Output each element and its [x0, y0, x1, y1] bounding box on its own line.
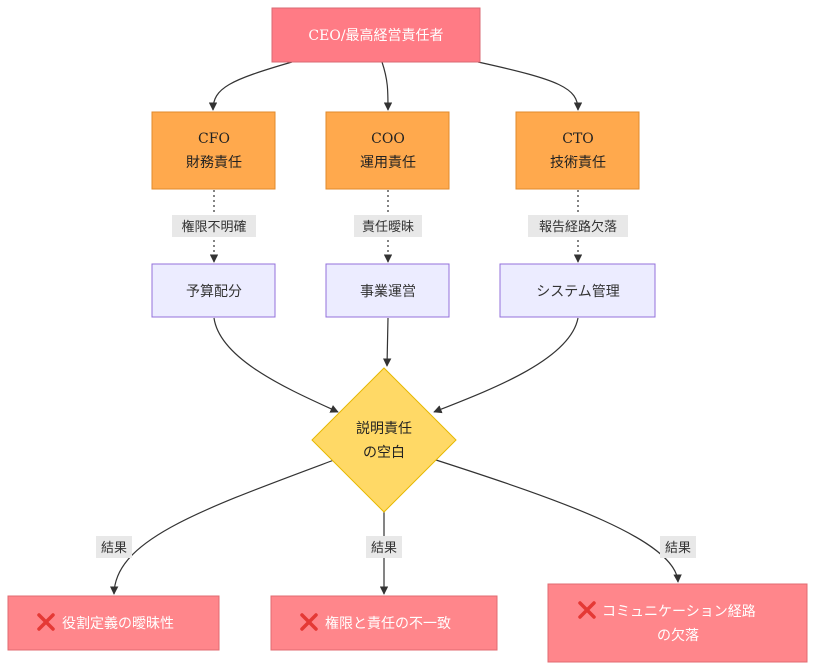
svg-text:責任曖昧: 責任曖昧: [362, 220, 414, 235]
edge-ceo-cfo: [208, 61, 293, 111]
edge-ceo-coo: [381, 61, 393, 111]
node-result1-label: 役割定義の曖昧性: [62, 615, 174, 632]
node-operations-label: 事業運営: [360, 284, 416, 300]
node-result1: 役割定義の曖昧性: [7, 595, 220, 651]
node-result3-line1: コミュニケーション経路: [602, 604, 756, 620]
svg-text:権限不明確: 権限不明確: [181, 219, 246, 235]
node-gap-line2: の空白: [363, 445, 405, 461]
edge-label-coo-operations: 責任曖昧: [354, 215, 422, 237]
node-result2: 権限と責任の不一致: [270, 595, 498, 651]
edge-system-gap: [433, 317, 579, 414]
edge-ceo-cto: [477, 61, 583, 111]
edge-label-gap-result1: 結果: [96, 536, 132, 558]
node-ceo-label: CEO/最高経営責任者: [308, 27, 443, 44]
edge-operations-gap: [382, 317, 392, 367]
node-cfo-title: CFO: [198, 131, 230, 147]
node-accountability-gap: 説明責任 の空白: [311, 367, 457, 513]
node-cfo-role: 財務責任: [186, 155, 242, 171]
node-system-label: システム管理: [536, 284, 620, 300]
node-coo-title: COO: [371, 131, 405, 147]
node-result2-label: 権限と責任の不一致: [325, 615, 451, 632]
node-result3-line2: の欠落: [657, 628, 699, 644]
node-budget-label: 予算配分: [186, 284, 242, 300]
node-result3: コミュニケーション経路 の欠落: [547, 583, 808, 663]
node-budget: 予算配分: [151, 263, 276, 318]
cross-mark-icon: [578, 601, 596, 619]
node-gap-line1: 説明責任: [356, 421, 412, 437]
node-coo-role: 運用責任: [360, 155, 416, 171]
svg-text:結果: 結果: [101, 541, 127, 556]
cross-mark-icon: [300, 613, 318, 631]
edge-gap-result3: [435, 459, 682, 583]
node-system: システム管理: [499, 263, 656, 318]
edge-budget-gap: [213, 317, 339, 413]
node-cto-title: CTO: [562, 131, 594, 147]
node-ceo: CEO/最高経営責任者: [271, 7, 481, 63]
svg-text:結果: 結果: [371, 541, 397, 556]
svg-text:報告経路欠落: 報告経路欠落: [539, 219, 617, 235]
edge-label-cfo-budget: 権限不明確: [172, 215, 256, 237]
node-operations: 事業運営: [325, 263, 450, 318]
edge-gap-result1: [109, 459, 335, 595]
edge-label-cto-system: 報告経路欠落: [528, 215, 628, 237]
cross-mark-icon: [37, 613, 55, 631]
node-coo: COO 運用責任: [325, 111, 450, 190]
edge-label-gap-result3: 結果: [660, 536, 696, 558]
node-cto-role: 技術責任: [550, 155, 606, 171]
edge-label-gap-result2: 結果: [366, 536, 402, 558]
node-cfo: CFO 財務責任: [151, 111, 276, 190]
node-cto: CTO 技術責任: [515, 111, 640, 190]
svg-text:結果: 結果: [665, 541, 691, 556]
